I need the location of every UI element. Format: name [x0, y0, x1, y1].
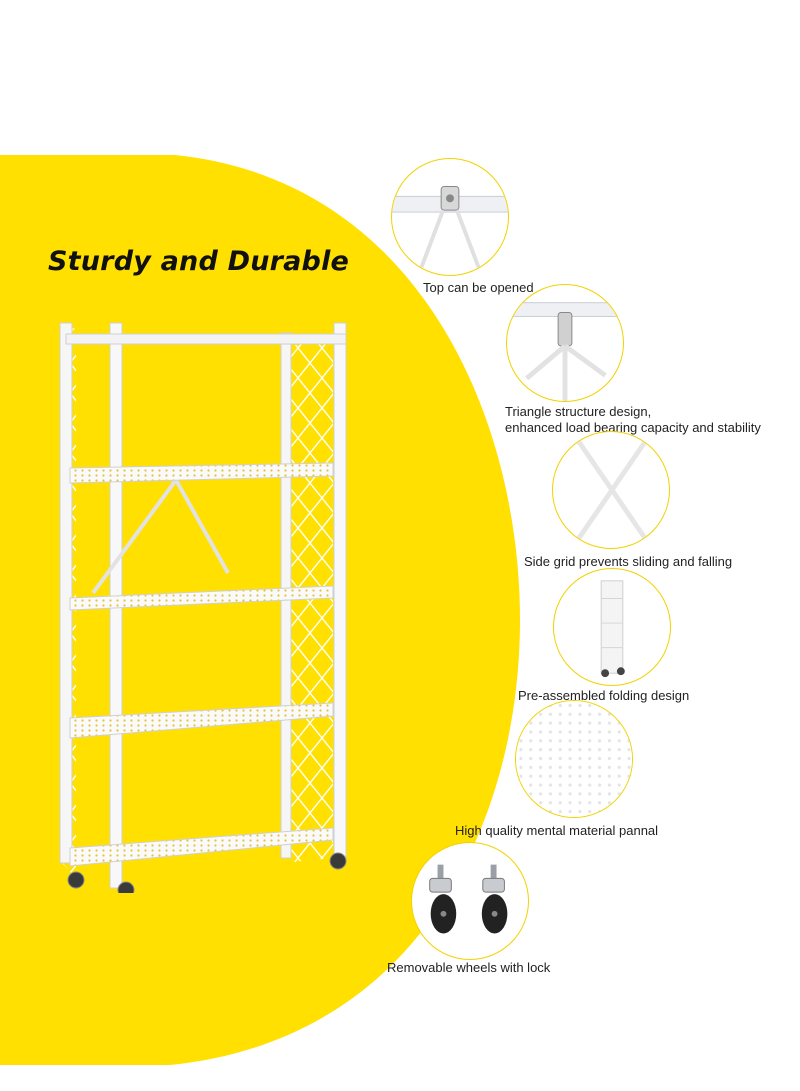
- caption-wheels: Removable wheels with lock: [387, 960, 551, 975]
- caption-top-open: Top can be opened: [423, 280, 534, 295]
- folding-shelf-image: [59, 322, 347, 893]
- caption-panel: High quality mental material pannal: [455, 823, 659, 838]
- folded-shelf-icon: [600, 580, 625, 678]
- perforated-panel-icon: [516, 701, 632, 817]
- caption-triangle-line-1: Triangle structure design,: [505, 404, 652, 419]
- cross-grid-icon: [575, 438, 649, 542]
- feature-circle-wheels: [411, 842, 529, 960]
- feature-circle-panel: [515, 700, 633, 818]
- feature-circle-triangle: [506, 284, 624, 402]
- caption-triangle-line-2: enhanced load bearing capacity and stabi…: [505, 420, 761, 435]
- triangle-bracket-icon: [507, 302, 623, 401]
- feature-circle-folding: [553, 568, 671, 686]
- headline-title: Sturdy and Durable: [48, 246, 350, 277]
- hinge-top-icon: [392, 186, 508, 268]
- feature-circle-side-grid: [552, 431, 670, 549]
- feature-circle-top-open: [391, 158, 509, 276]
- caster-wheels-icon: [429, 864, 508, 934]
- caption-side-grid: Side grid prevents sliding and falling: [524, 554, 733, 569]
- caption-folding: Pre-assembled folding design: [518, 688, 690, 703]
